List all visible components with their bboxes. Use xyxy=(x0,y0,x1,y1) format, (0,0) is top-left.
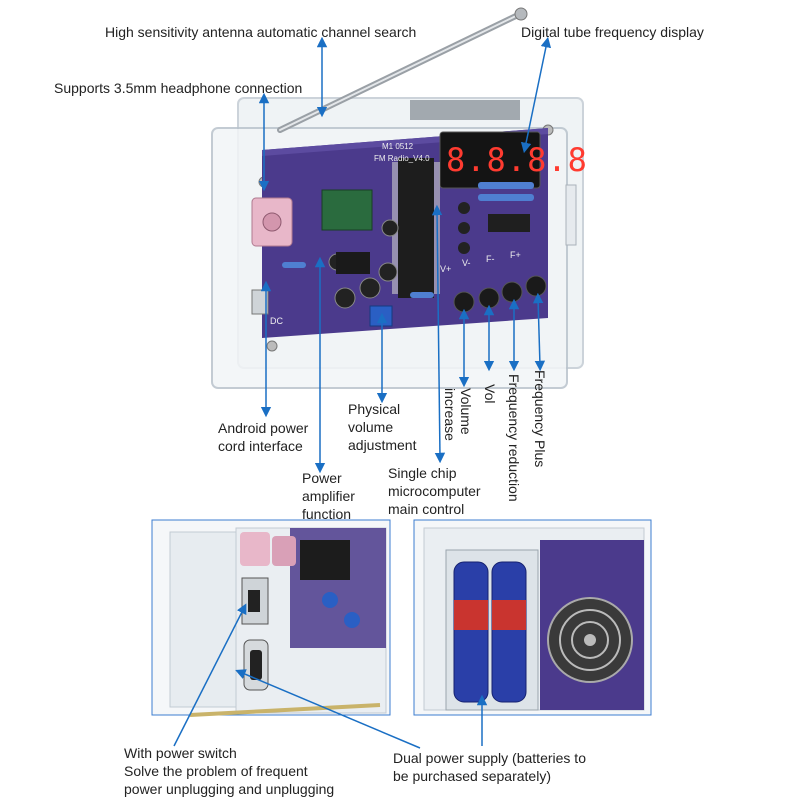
callout-frequency-plus: Frequency Plus xyxy=(532,370,548,468)
callout-power-switch-line2: Solve the problem of frequent xyxy=(124,763,308,779)
inset-battery-speaker xyxy=(413,519,652,716)
inset-power-switch xyxy=(151,519,391,717)
resistors xyxy=(282,182,534,298)
bottom-callout-lines xyxy=(173,603,488,749)
callout-vol: Vol xyxy=(482,384,498,404)
callout-antenna: High sensitivity antenna automatic chann… xyxy=(105,24,417,40)
callout-dual-power: Dual power supply (batteries to be purch… xyxy=(393,749,586,785)
callout-volume-adjust: Physical volume adjustment xyxy=(348,400,416,454)
callout-power-switch: With power switch Solve the problem of f… xyxy=(124,744,334,798)
fplus-label: F+ xyxy=(510,250,521,260)
callout-mcu: Single chip microcomputer main control xyxy=(388,464,481,518)
callout-dual-power-line2: be purchased separately) xyxy=(393,768,551,784)
callout-display: Digital tube frequency display xyxy=(521,24,704,40)
callout-mcu-line3: main control xyxy=(388,501,465,517)
callout-frequency-reduction: Frequency reduction xyxy=(506,374,522,502)
callout-power-cord-line1: Android power xyxy=(218,420,309,436)
amplifier-chip xyxy=(336,252,370,274)
callout-power-switch-line1: With power switch xyxy=(124,745,237,761)
callout-power-switch-line3: power unplugging and unplugging xyxy=(124,781,335,797)
fminus-label: F- xyxy=(486,254,495,264)
vminus-label: V- xyxy=(462,258,471,268)
small-buttons xyxy=(458,202,470,254)
callout-volume-increase: Volume increase xyxy=(442,388,474,441)
display-digits: 8.8.8.8 xyxy=(446,141,588,179)
callout-amplifier: Power amplifier function xyxy=(302,469,355,523)
callout-headphone: Supports 3.5mm headphone connection xyxy=(54,80,303,96)
dc-label: DC xyxy=(270,316,283,326)
callout-dual-power-line1: Dual power supply (batteries to xyxy=(393,750,586,766)
callout-volume-adjust-line2: volume xyxy=(348,419,394,435)
callout-power-cord-line2: cord interface xyxy=(218,438,303,454)
callout-volume-adjust-line3: adjustment xyxy=(348,437,417,453)
callout-amplifier-line3: function xyxy=(302,506,352,522)
control-buttons xyxy=(453,275,547,313)
callout-amplifier-line2: amplifier xyxy=(302,488,355,504)
callout-mcu-line1: Single chip xyxy=(388,465,457,481)
callout-lines xyxy=(258,36,552,474)
vplus-label: V+ xyxy=(440,264,452,274)
callout-mcu-line2: microcomputer xyxy=(388,483,481,499)
callout-amplifier-line1: Power xyxy=(302,470,342,486)
callout-volume-adjust-line1: Physical xyxy=(348,401,401,417)
board-brand: M1 0512 xyxy=(382,142,414,151)
mcu-chip xyxy=(392,158,440,298)
headphone-jack xyxy=(251,197,293,247)
board-name: FM Radio_V4.0 xyxy=(374,154,430,163)
volume-potentiometer xyxy=(369,305,393,327)
callout-power-cord: Android power cord interface xyxy=(218,419,308,455)
fm-module xyxy=(321,189,373,231)
